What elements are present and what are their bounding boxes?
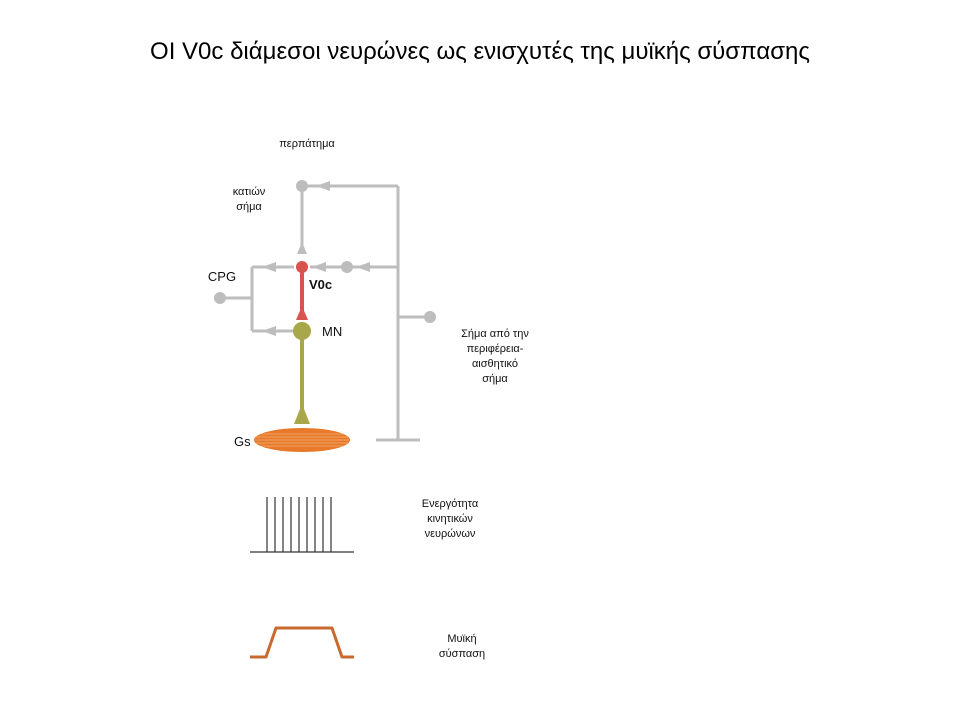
gray-pathways <box>220 184 428 442</box>
label-motor-neuron-activity: Ενεργότητα κινητικών νευρώνων <box>421 498 479 540</box>
gs-muscle <box>254 428 350 452</box>
motor-neuron-spike-train <box>250 497 354 553</box>
label-mn: MN <box>322 324 343 339</box>
page-title: ΟΙ V0c διάμεσοι νευρώνες ως ενισχυτές τη… <box>150 38 810 65</box>
label-cpg: CPG <box>207 269 237 284</box>
label-v0c: V0c <box>309 277 333 292</box>
label-walking: περπάτημα <box>279 138 335 150</box>
label-gs: Gs <box>234 434 251 449</box>
muscle-contraction-trace <box>250 626 354 659</box>
gray-arrowheads <box>262 181 370 336</box>
motor-neuron <box>293 322 311 424</box>
gray-nodes <box>214 180 436 323</box>
label-peripheral-sensory-signal: Σήμα από την περιφέρεια- αισθητικό σήμα <box>461 328 529 385</box>
label-muscle-contraction: Μυϊκή σύσπαση <box>438 633 486 660</box>
v0c-neuron <box>296 261 308 320</box>
label-descending-signal: κατιών σήμα <box>232 186 266 213</box>
